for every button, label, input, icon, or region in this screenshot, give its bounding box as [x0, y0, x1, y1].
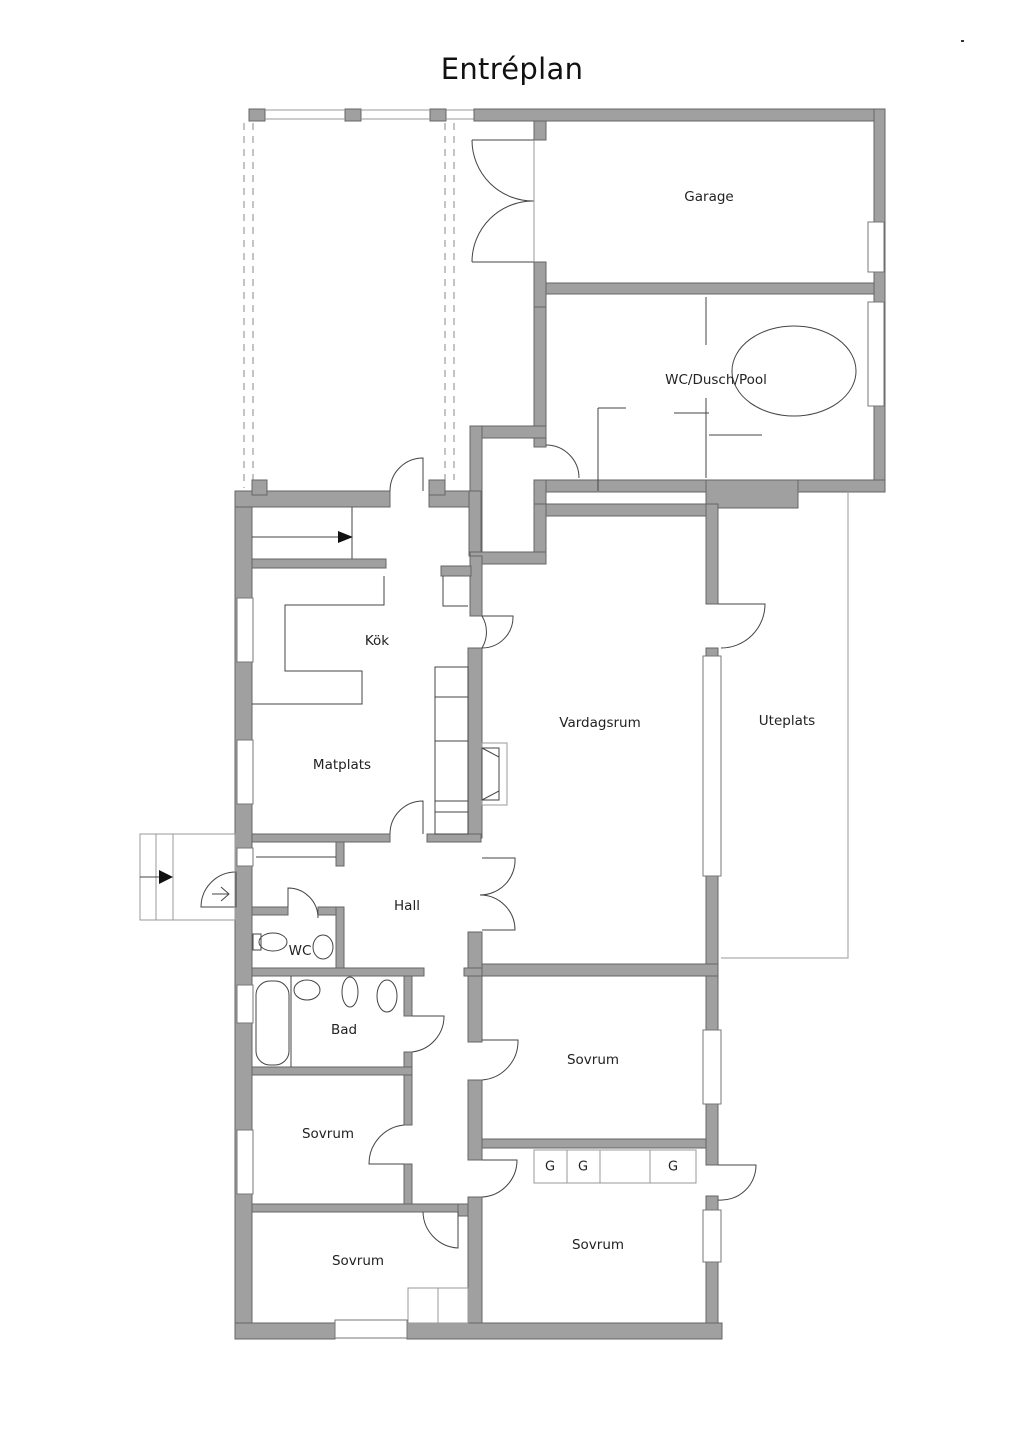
room-label-matplats: Matplats — [312, 757, 372, 773]
room-label-sovrum-4: Sovrum — [331, 1253, 385, 1269]
room-label-sovrum-3: Sovrum — [571, 1237, 625, 1253]
room-label-uteplats: Uteplats — [758, 713, 816, 729]
carport — [243, 108, 474, 488]
room-label-wc-dusch-pool: WC/Dusch/Pool — [665, 372, 767, 388]
room-label-kok: Kök — [364, 633, 390, 649]
room-label-hall: Hall — [394, 898, 420, 914]
fixtures — [139, 490, 849, 1324]
floor-plan-title: Entréplan — [440, 52, 584, 86]
wardrobe-label: G — [544, 1159, 556, 1175]
room-label-garage: Garage — [684, 189, 734, 205]
room-label-wc: WC — [288, 943, 312, 959]
pool-room-fixtures — [545, 297, 857, 491]
garage-walls — [469, 108, 886, 557]
wardrobe-label: G — [577, 1159, 589, 1175]
house-walls — [234, 479, 723, 1340]
doors — [200, 457, 766, 1249]
room-label-bad: Bad — [330, 1022, 358, 1038]
room-label-sovrum-2: Sovrum — [301, 1126, 355, 1142]
wardrobe-label: G — [667, 1159, 679, 1175]
garage-doors — [471, 139, 535, 263]
corner-mark — [961, 40, 964, 42]
room-label-sovrum-1: Sovrum — [566, 1052, 620, 1068]
interior-walls — [251, 833, 719, 1324]
room-label-vardagsrum: Vardagsrum — [559, 715, 641, 731]
